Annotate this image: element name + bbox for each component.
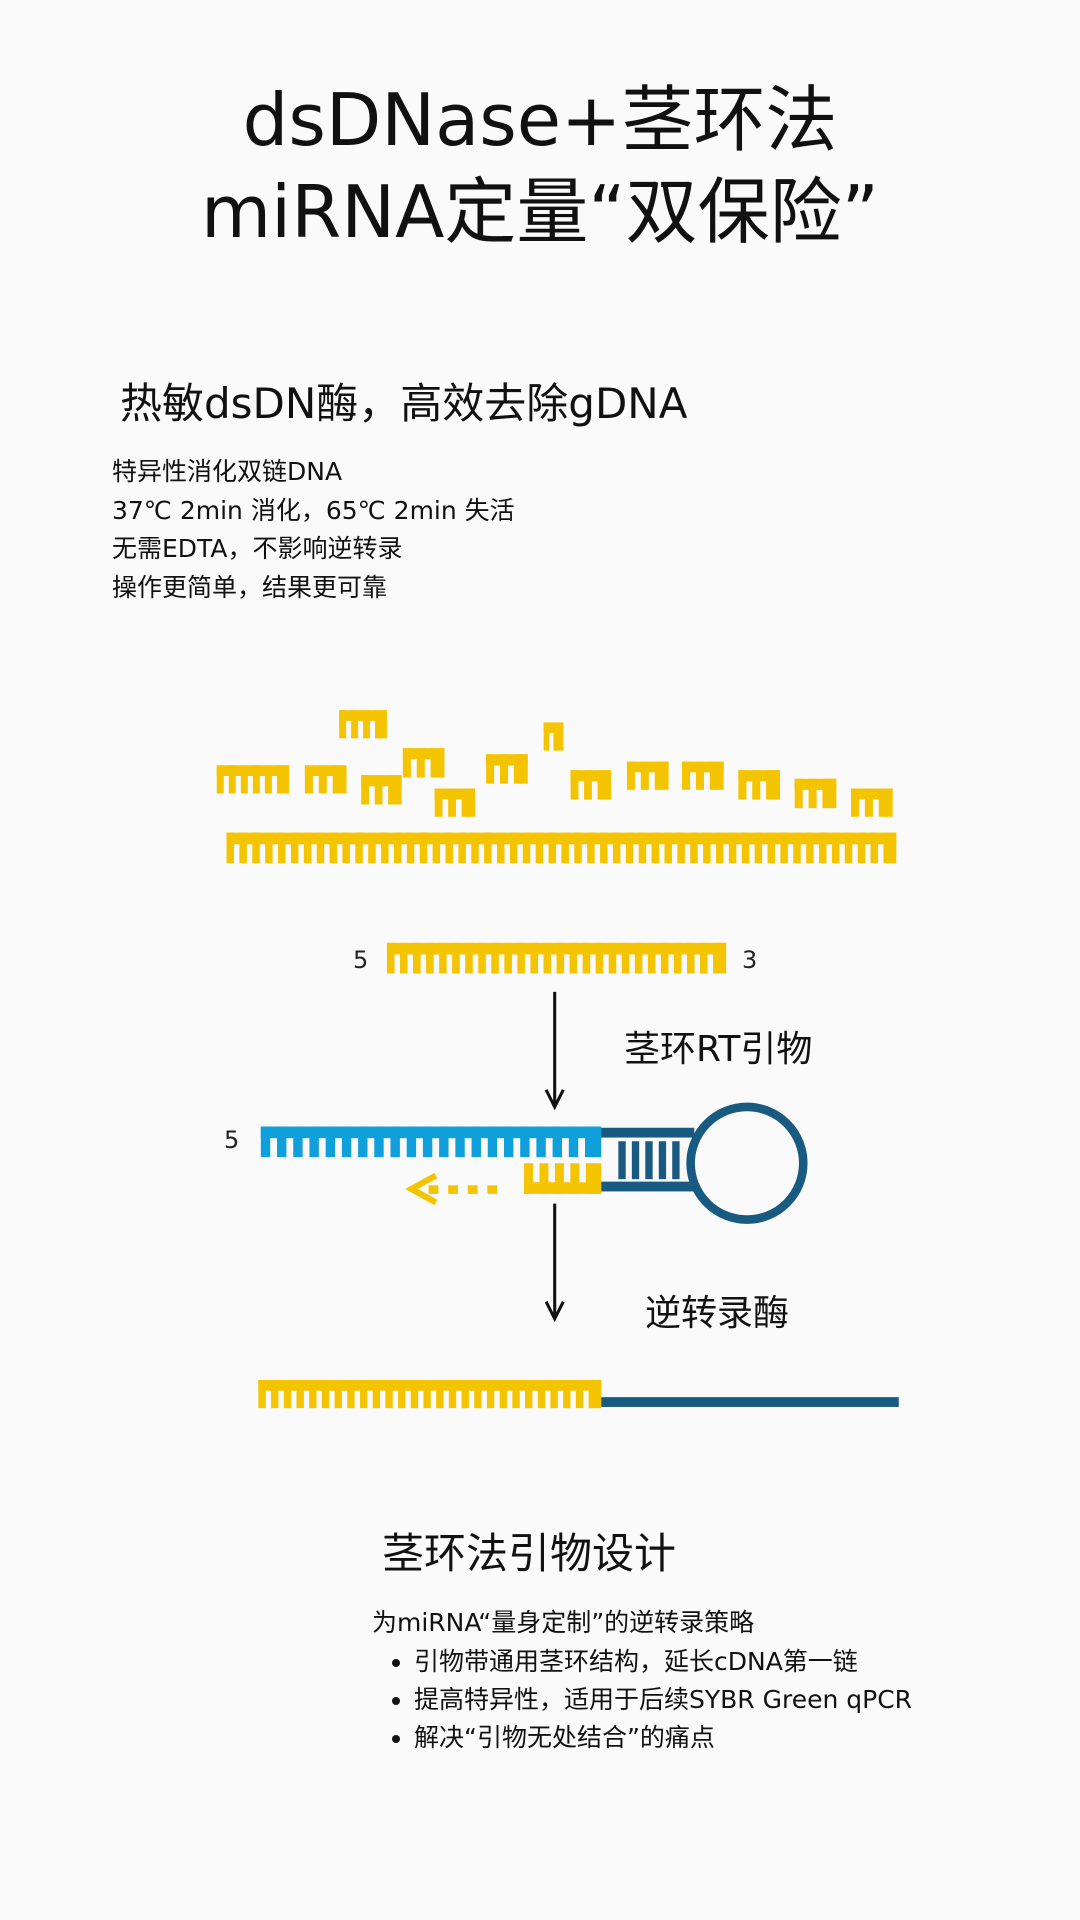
bullet-item: 引物带通用茎环结构，延长cDNA第一链: [414, 1643, 912, 1681]
dna-fragment: [486, 754, 528, 784]
label-3-prime-top: 3: [742, 946, 758, 974]
dashed-extension-arrow: [405, 1172, 498, 1206]
section1-heading: 热敏dsDN酶，高效去除gDNA: [120, 379, 688, 428]
section1-line: 无需EDTA，不影响逆转录: [112, 534, 403, 563]
bullet-item: 提高特异性，适用于后续SYBR Green qPCR: [414, 1681, 912, 1719]
dna-fragment: [361, 775, 402, 805]
label-5-prime-mid: 5: [224, 1126, 240, 1154]
title-line-2: miRNA定量“双保险”: [201, 170, 879, 254]
rt-primer-short: [524, 1163, 602, 1194]
section2-intro: 为miRNA“量身定制”的逆转录策略: [372, 1608, 755, 1637]
mirna-bound-strand: [260, 1126, 602, 1158]
dna-fragment: [570, 770, 612, 800]
cdna-strand: [258, 1380, 602, 1409]
title-line-1: dsDNase+茎环法: [242, 78, 838, 162]
section2-heading: 茎环法引物设计: [382, 1529, 677, 1578]
section2-bullets: 引物带通用茎环结构，延长cDNA第一链 提高特异性，适用于后续SYBR Gree…: [372, 1643, 912, 1757]
dna-fragment: [794, 778, 837, 809]
mirna-strand: [386, 942, 727, 974]
section1-line: 特异性消化双链DNA: [112, 457, 343, 486]
page-title: dsDNase+茎环法 miRNA定量“双保险”: [0, 74, 1080, 258]
step-reverse-transcriptase: 逆转录酶: [645, 1293, 790, 1334]
cdna-extension-line: [601, 1397, 899, 1407]
bullet-item: 解决“引物无处结合”的痛点: [414, 1719, 912, 1757]
dna-fragment: [738, 770, 780, 800]
genomic-dna-strand: [226, 832, 897, 864]
dna-fragment: [339, 710, 387, 739]
stem-loop-primer: [601, 1102, 808, 1224]
dna-fragment: [682, 761, 724, 790]
arrow-down-2: [544, 1203, 565, 1323]
dna-fragment: [626, 761, 669, 790]
dna-fragment: [434, 788, 476, 817]
dna-fragment: [304, 765, 347, 794]
arrow-down-1: [544, 991, 565, 1111]
dna-fragment: [543, 722, 564, 751]
step-stem-loop-rt-primer: 茎环RT引物: [624, 1029, 813, 1070]
section1-line: 操作更简单，结果更可靠: [112, 572, 388, 602]
section1-line: 37℃ 2min 消化，65℃ 2min 失活: [112, 495, 515, 525]
section2-body: 为miRNA“量身定制”的逆转录策略 引物带通用茎环结构，延长cDNA第一链 提…: [372, 1604, 912, 1757]
label-5-prime-top: 5: [353, 946, 369, 974]
section1-list: 特异性消化双链DNA 37℃ 2min 消化，65℃ 2min 失活 无需EDT…: [112, 453, 515, 607]
dna-fragment: [402, 748, 445, 778]
dna-fragment: [216, 765, 289, 794]
dna-fragment: [851, 788, 893, 817]
